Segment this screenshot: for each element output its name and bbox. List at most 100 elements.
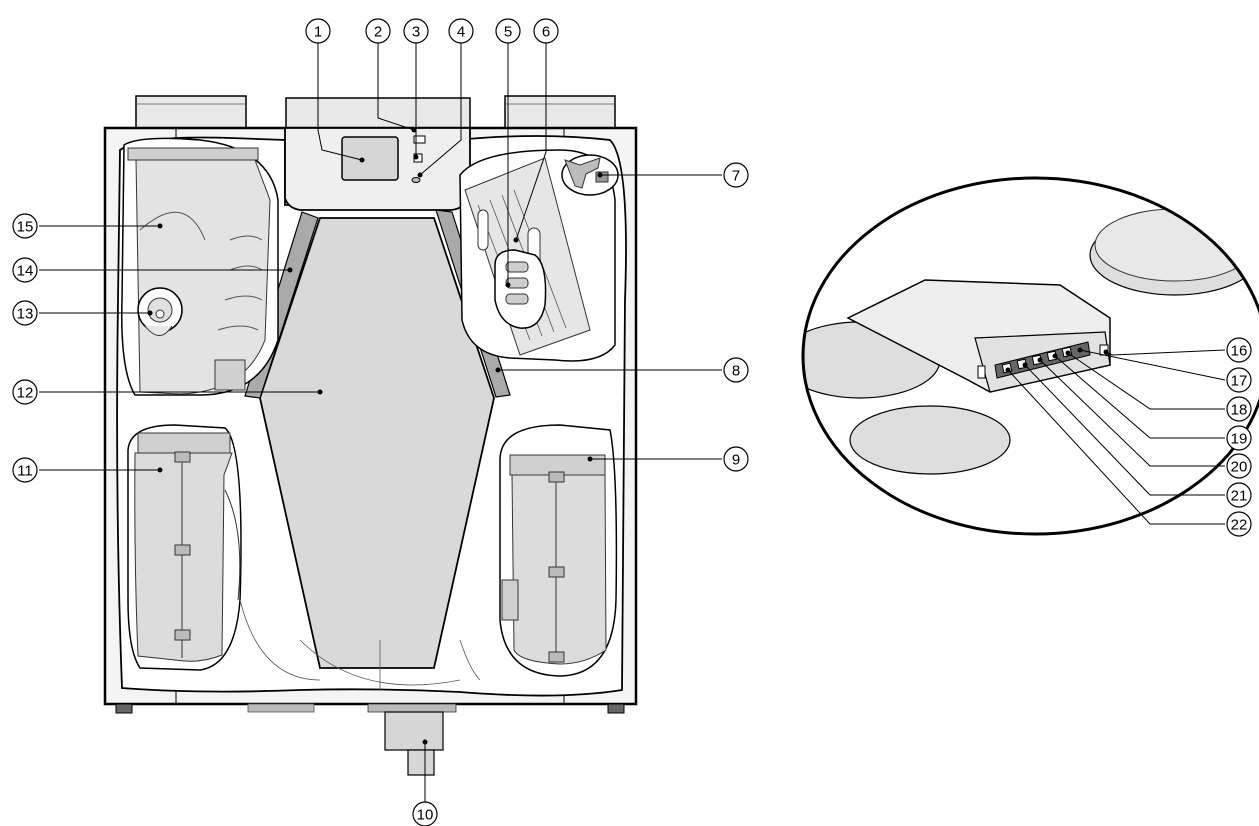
- callout-circle: [533, 18, 559, 44]
- callout-circle: [305, 18, 331, 44]
- callout-target-dot: [1103, 349, 1109, 355]
- callout-target-dot: [157, 467, 163, 473]
- callout-leader-line: [1007, 369, 1225, 525]
- callout-circle: [495, 18, 521, 44]
- callout-15: 15: [12, 213, 163, 239]
- callout-circle: [1226, 337, 1252, 363]
- callout-circle: [1226, 482, 1252, 508]
- unit-foot-left: [115, 703, 133, 714]
- callout-8: 8: [495, 357, 749, 383]
- callout-circle: [1226, 367, 1252, 393]
- indicator-light: [413, 135, 426, 144]
- callout-number: 6: [542, 24, 550, 41]
- status-led: [411, 177, 421, 183]
- callout-target-dot: [495, 367, 501, 373]
- callout-12: 12: [12, 379, 323, 405]
- callout-22: 22: [1005, 367, 1252, 537]
- callout-target-dot: [1077, 347, 1083, 353]
- callout-target-dot: [317, 389, 323, 395]
- callout-target-dot: [157, 223, 163, 229]
- ventilation-unit: [103, 95, 638, 776]
- callout-leader-line: [317, 43, 363, 161]
- callout-circle: [723, 162, 749, 188]
- callout-number: 17: [1231, 373, 1248, 390]
- callout-number: 13: [17, 306, 34, 323]
- callout-circle: [412, 801, 438, 826]
- callout-number: 5: [504, 24, 512, 41]
- display-screen: [341, 136, 399, 181]
- callout-number: 2: [374, 24, 382, 41]
- callout-target-dot: [1005, 367, 1011, 373]
- callout-number: 14: [17, 263, 34, 280]
- callout-number: 12: [17, 385, 34, 402]
- callout-circle: [723, 446, 749, 472]
- callout-target-dot: [505, 282, 511, 288]
- callout-circle: [1226, 453, 1252, 479]
- callout-target-dot: [422, 739, 428, 745]
- callout-number: 8: [732, 363, 740, 380]
- fan-bottom-right: [499, 424, 618, 677]
- callout-circle: [1226, 425, 1252, 451]
- callout-target-dot: [147, 310, 153, 316]
- callout-circle: [403, 18, 429, 44]
- callout-target-dot: [359, 157, 365, 163]
- callout-leader-line: [1067, 352, 1225, 410]
- callout-10: 10: [412, 739, 438, 826]
- callout-circle: [12, 457, 38, 483]
- callout-target-dot: [287, 267, 293, 273]
- callout-number: 18: [1231, 402, 1248, 419]
- callout-target-dot: [413, 154, 419, 160]
- callout-leader-line: [419, 43, 462, 176]
- callout-7: 7: [597, 162, 749, 188]
- callout-leader-line: [1039, 359, 1225, 467]
- connector-panel-zoom: [801, 176, 1259, 536]
- callout-circle: [12, 379, 38, 405]
- callout-2: 2: [365, 18, 417, 133]
- callout-1: 1: [305, 18, 365, 163]
- callout-circle: [12, 257, 38, 283]
- callout-target-dot: [1022, 362, 1028, 368]
- fan-motor: [137, 287, 183, 336]
- unit-foot-right: [607, 703, 625, 714]
- callout-13: 13: [12, 300, 153, 326]
- callout-11: 11: [12, 457, 163, 483]
- display-panel: [284, 127, 471, 211]
- callout-leader-line: [377, 43, 415, 131]
- callout-number: 19: [1231, 431, 1248, 448]
- callout-target-dot: [587, 456, 593, 462]
- callout-circle: [448, 18, 474, 44]
- duct-connector-right: [504, 95, 616, 129]
- preheater-assembly: [459, 149, 616, 362]
- callout-number: 9: [732, 452, 740, 469]
- callout-21: 21: [1022, 362, 1252, 508]
- callout-target-dot: [417, 172, 423, 178]
- fan-bottom-left: [127, 424, 242, 671]
- callout-number: 22: [1231, 517, 1248, 534]
- callout-20: 20: [1037, 357, 1252, 479]
- callout-14: 14: [12, 257, 293, 283]
- callout-target-dot: [1065, 350, 1071, 356]
- callout-circle: [365, 18, 391, 44]
- callout-5: 5: [495, 18, 521, 288]
- callout-3: 3: [403, 18, 429, 160]
- callout-circle: [1226, 396, 1252, 422]
- callout-number: 4: [457, 24, 465, 41]
- callout-leader-line: [515, 43, 547, 241]
- callout-number: 21: [1231, 488, 1248, 505]
- callout-number: 1: [314, 24, 322, 41]
- callout-circle: [12, 300, 38, 326]
- callout-number: 11: [17, 463, 33, 480]
- callout-19: 19: [1052, 353, 1252, 451]
- callout-18: 18: [1065, 350, 1252, 422]
- callout-leader-line: [1054, 355, 1225, 439]
- callout-number: 15: [17, 219, 34, 236]
- callout-target-dot: [1037, 357, 1043, 363]
- callout-leader-line: [1079, 349, 1226, 381]
- callout-circle: [12, 213, 38, 239]
- callout-number: 7: [732, 168, 740, 185]
- callout-4: 4: [417, 18, 474, 178]
- callout-target-dot: [597, 172, 603, 178]
- callout-6: 6: [513, 18, 559, 243]
- callout-17: 17: [1077, 347, 1252, 393]
